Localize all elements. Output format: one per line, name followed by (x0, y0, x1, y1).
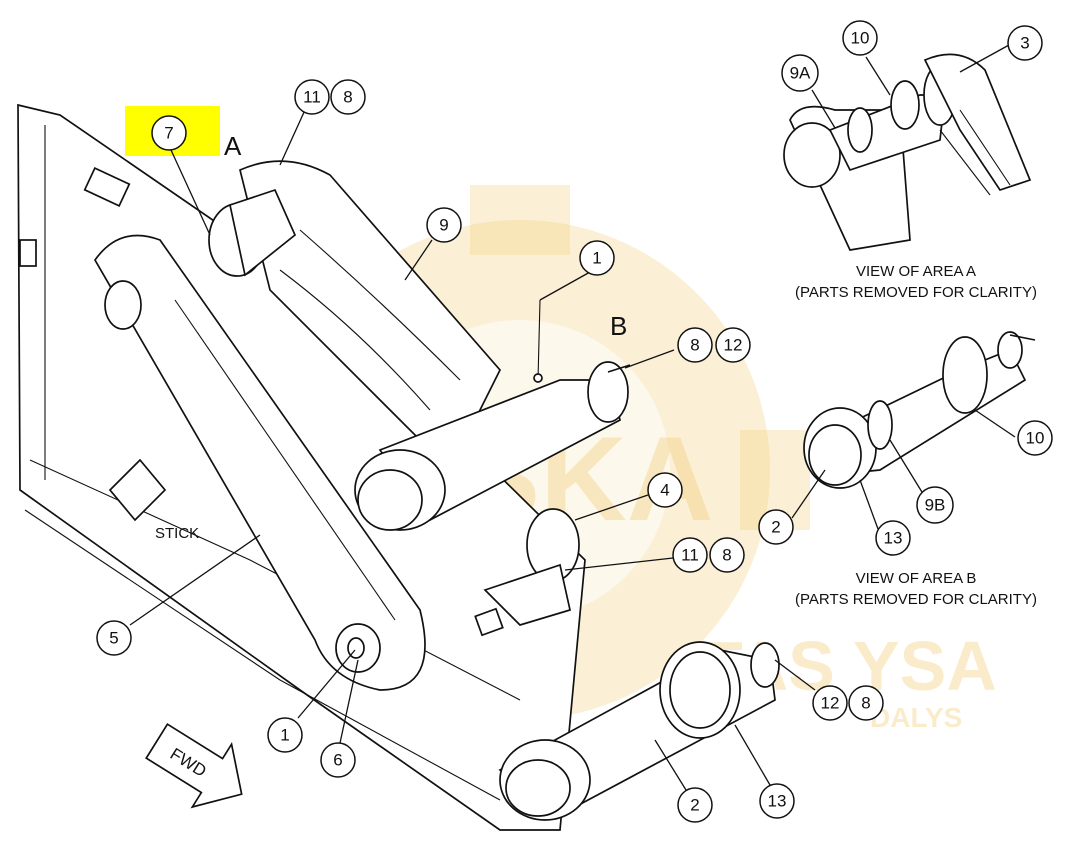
svg-text:9: 9 (439, 216, 448, 235)
svg-text:8: 8 (861, 694, 870, 713)
svg-text:13: 13 (768, 792, 787, 811)
svg-text:8: 8 (343, 88, 352, 107)
callout-9b: 9B (916, 486, 954, 524)
link-5-pin-end (104, 280, 142, 330)
svg-text:5: 5 (109, 629, 118, 648)
svg-text:8: 8 (690, 336, 699, 355)
svg-text:8: 8 (722, 546, 731, 565)
callout-8-top: 8 (330, 79, 366, 115)
svg-text:1: 1 (592, 249, 601, 268)
callout-9a: 9A (781, 54, 819, 92)
view-b-ring-10 (942, 336, 988, 414)
bracket (483, 563, 572, 626)
callout-13-b: 13 (875, 520, 911, 556)
callout-8-b: 8 (677, 327, 713, 363)
callout-13-bottom: 13 (759, 783, 795, 819)
stick-label: STICK (155, 525, 199, 542)
svg-text:11: 11 (681, 546, 699, 565)
callout-10-b: 10 (1017, 420, 1053, 456)
callout-2-b: 2 (758, 509, 794, 545)
svg-text:10: 10 (851, 29, 870, 48)
callout-11-mid: 11 (672, 537, 708, 573)
stick-tab-upper (83, 166, 131, 208)
svg-text:13: 13 (884, 529, 903, 548)
view-b-caption-line2: (PARTS REMOVED FOR CLARITY) (795, 591, 1037, 608)
callout-7: 7 (151, 115, 187, 151)
leader-lines (129, 44, 1016, 791)
svg-text:9A: 9A (790, 64, 811, 83)
svg-text:10: 10 (1026, 429, 1045, 448)
callout-2-bottom: 2 (677, 787, 713, 823)
callout-8-bottom: 8 (848, 685, 884, 721)
callout-12-b: 12 (715, 327, 751, 363)
callout-11-top: 11 (294, 79, 330, 115)
pin-2-end (505, 759, 571, 817)
link-5 (93, 234, 426, 691)
svg-text:6: 6 (333, 751, 342, 770)
fwd-arrow: FWD (145, 723, 243, 809)
watermark-brand-sub: DALYS (870, 702, 962, 733)
svg-text:2: 2 (690, 796, 699, 815)
svg-text:2: 2 (771, 518, 780, 537)
callout-1-top: 1 (579, 240, 615, 276)
svg-text:3: 3 (1020, 34, 1029, 53)
view-a-caption-line1: VIEW OF AREA A (856, 263, 976, 280)
svg-text:12: 12 (724, 336, 743, 355)
callout-10-a: 10 (842, 20, 878, 56)
view-area-a: VIEW OF AREA A (PARTS REMOVED FOR CLARIT… (783, 53, 1037, 301)
svg-text:9B: 9B (925, 496, 946, 515)
main-assembly (17, 103, 780, 831)
pin-b-end (357, 469, 423, 531)
area-b-label: B (610, 311, 627, 341)
callout-5: 5 (96, 620, 132, 656)
view-b-caption-line1: VIEW OF AREA B (856, 570, 977, 587)
area-a-label: A (224, 131, 242, 161)
callout-9: 9 (426, 207, 462, 243)
svg-text:7: 7 (164, 124, 173, 143)
svg-text:1: 1 (280, 726, 289, 745)
view-a-caption-line2: (PARTS REMOVED FOR CLARITY) (795, 284, 1037, 301)
callout-12-bottom: 12 (812, 685, 848, 721)
svg-text:4: 4 (660, 481, 669, 500)
stick-plate (108, 458, 167, 522)
svg-text:11: 11 (303, 88, 321, 107)
view-area-b: VIEW OF AREA B (PARTS REMOVED FOR CLARIT… (795, 331, 1037, 608)
svg-text:12: 12 (821, 694, 840, 713)
callout-6: 6 (320, 742, 356, 778)
callout-4: 4 (647, 472, 683, 508)
callout-1-bottom: 1 (267, 717, 303, 753)
callout-3-a: 3 (1007, 25, 1043, 61)
stick-tab-left (19, 239, 37, 267)
callout-8-mid: 8 (709, 537, 745, 573)
